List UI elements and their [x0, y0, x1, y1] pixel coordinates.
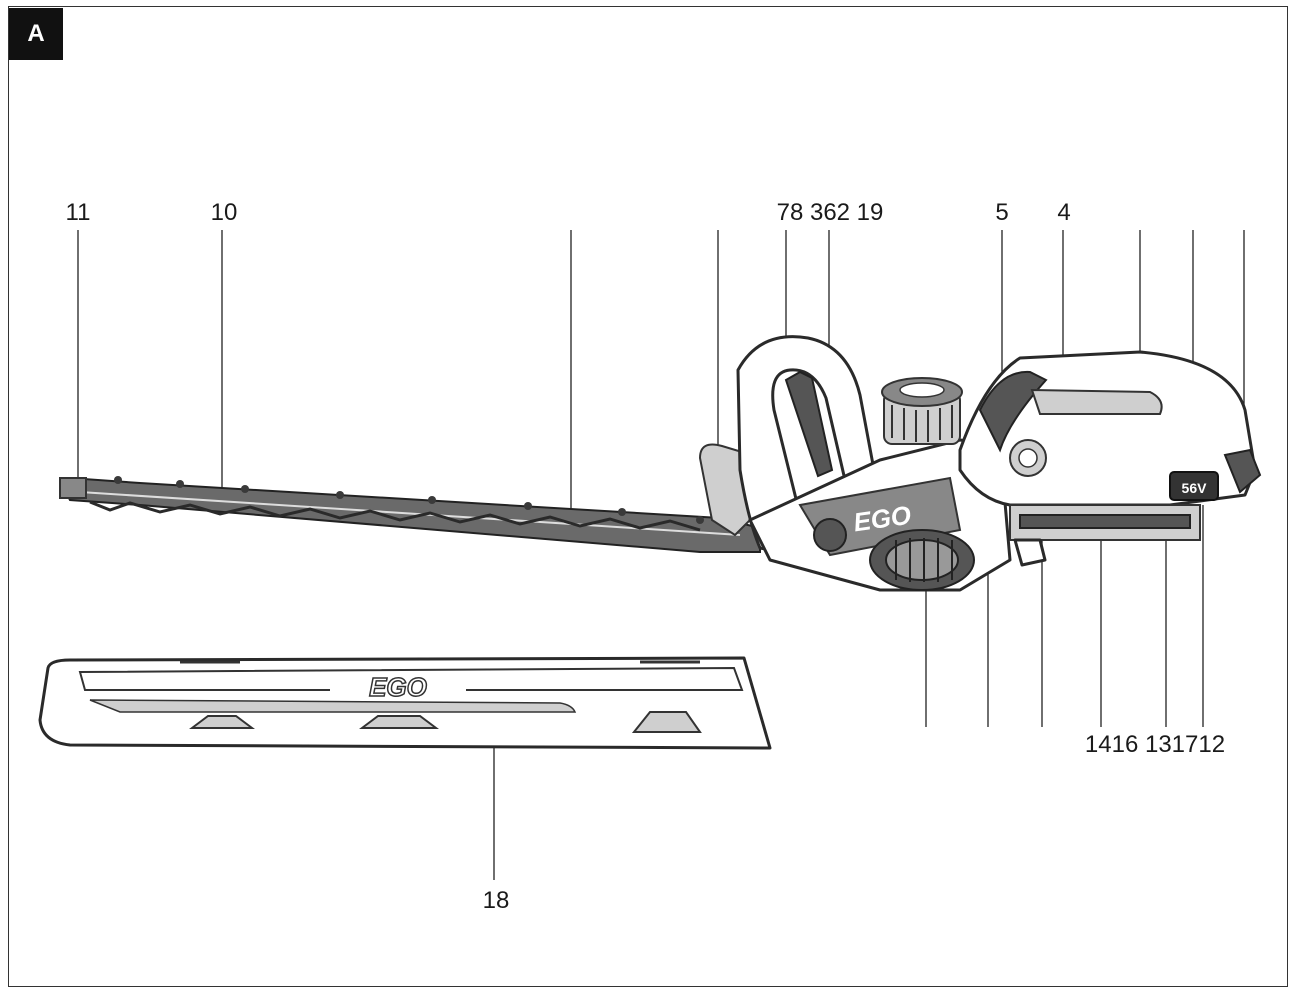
motor-housing: EGO — [748, 377, 1012, 592]
callout-5: 5 — [995, 199, 1008, 226]
blade-cover: EGO — [38, 656, 772, 750]
leader-lines — [77, 230, 1245, 880]
rotating-knob — [881, 377, 963, 445]
cover-logo: EGO — [369, 672, 427, 702]
callout-4: 4 — [1057, 199, 1070, 226]
callout-18: 18 — [483, 887, 510, 914]
callout-14-16-13-17-12: 1416 131712 — [1085, 731, 1225, 758]
cutting-blade — [59, 476, 761, 553]
front-handle — [698, 335, 876, 554]
front-wheel — [869, 529, 975, 591]
rear-handle: 56V — [958, 350, 1262, 567]
callout-labels: 11 10 78 362 19 5 4 1416 131712 18 — [66, 199, 1226, 914]
battery-voltage-label: 56V — [1182, 480, 1208, 496]
callout-7-8-3-6-2-19: 78 362 19 — [777, 199, 884, 226]
callout-11: 11 — [66, 199, 91, 226]
figure-label: A — [9, 8, 63, 60]
callout-10: 10 — [211, 199, 238, 226]
